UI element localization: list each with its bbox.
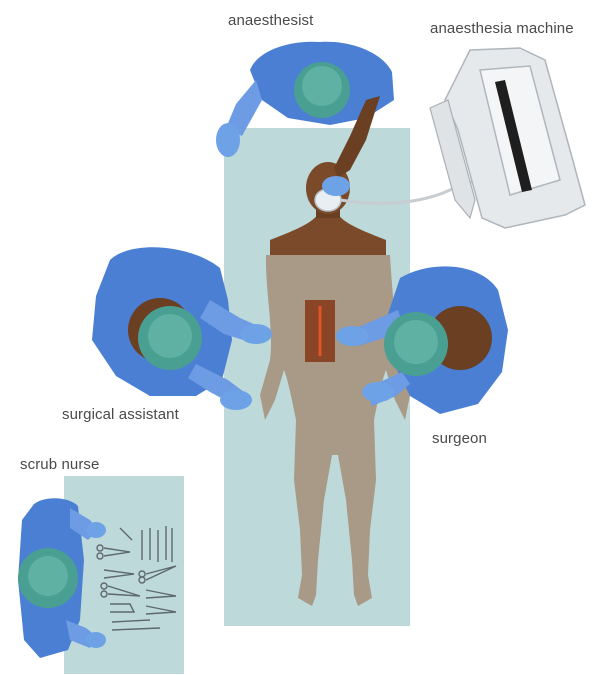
anaesthesist-right-glove	[322, 176, 350, 196]
label-anaesthesia-machine: anaesthesia machine	[430, 20, 574, 37]
label-scrub-nurse: scrub nurse	[20, 456, 99, 473]
assistant-glove-upper	[240, 324, 272, 344]
assistant-glove-lower	[220, 390, 252, 410]
label-surgical-assistant: surgical assistant	[62, 406, 179, 423]
assistant-cap-top	[148, 314, 192, 358]
scrub-nurse-glove-upper	[86, 522, 106, 538]
label-surgeon: surgeon	[432, 430, 487, 447]
scrub-nurse-glove-lower	[86, 632, 106, 648]
surgeon-cap-top	[394, 320, 438, 364]
label-anaesthesist: anaesthesist	[228, 12, 313, 29]
anaesthesist-left-glove	[216, 123, 240, 157]
anaesthesist-cap-top	[302, 66, 342, 106]
surgeon-glove-lower	[362, 382, 394, 402]
scrub-nurse-cap-top	[28, 556, 68, 596]
surgeon-glove-upper	[336, 326, 368, 346]
